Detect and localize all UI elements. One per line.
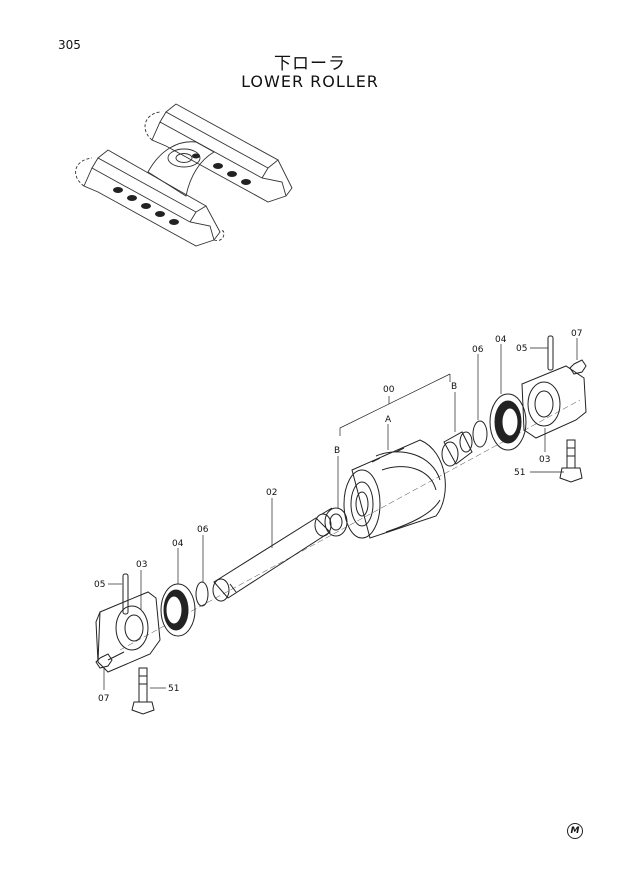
page-number: 305	[58, 38, 81, 52]
right-bushing-part-b	[441, 431, 473, 467]
leader-lines	[103, 338, 578, 690]
callout-00: 00	[383, 385, 395, 395]
callout-07-right: 07	[571, 329, 582, 339]
right-pin-part-05	[547, 335, 554, 371]
right-bolt-part-07	[569, 359, 587, 375]
callout-03-left: 03	[136, 560, 147, 570]
callout-02: 02	[266, 488, 277, 498]
callout-b-right: B	[451, 382, 457, 392]
right-bracket-part-03	[521, 365, 587, 439]
callout-a: A	[385, 415, 392, 425]
left-bushing-part-b	[321, 507, 348, 537]
callout-07-left: 07	[98, 694, 109, 704]
left-seal-part-04	[160, 583, 196, 637]
track-frame-sketch	[75, 103, 293, 247]
callout-05-right: 05	[516, 344, 527, 354]
right-oring-part-06	[472, 420, 488, 448]
corner-mark: M	[567, 823, 583, 839]
left-screw-part-51	[131, 667, 155, 715]
roller-body-part-a	[343, 439, 446, 539]
title-english: LOWER ROLLER	[241, 72, 379, 91]
callout-04-right: 04	[495, 335, 507, 345]
callout-51-right: 51	[514, 468, 525, 478]
callout-b-left: B	[334, 446, 340, 456]
callout-06-right: 06	[472, 345, 484, 355]
right-screw-part-51	[559, 439, 583, 483]
callout-51-left: 51	[168, 684, 179, 694]
left-oring-part-06	[195, 581, 209, 607]
callout-06-left: 06	[197, 525, 209, 535]
left-bolt-part-07	[95, 651, 125, 669]
left-bracket-part-03	[95, 591, 161, 673]
right-seal-part-04	[489, 393, 527, 451]
callout-03-right: 03	[539, 455, 550, 465]
shaft-part-02	[212, 513, 332, 602]
callout-05-left: 05	[94, 580, 105, 590]
title-japanese: 下ローラ	[274, 54, 346, 74]
callout-04-left: 04	[172, 539, 184, 549]
left-pin-part-05	[122, 573, 129, 615]
